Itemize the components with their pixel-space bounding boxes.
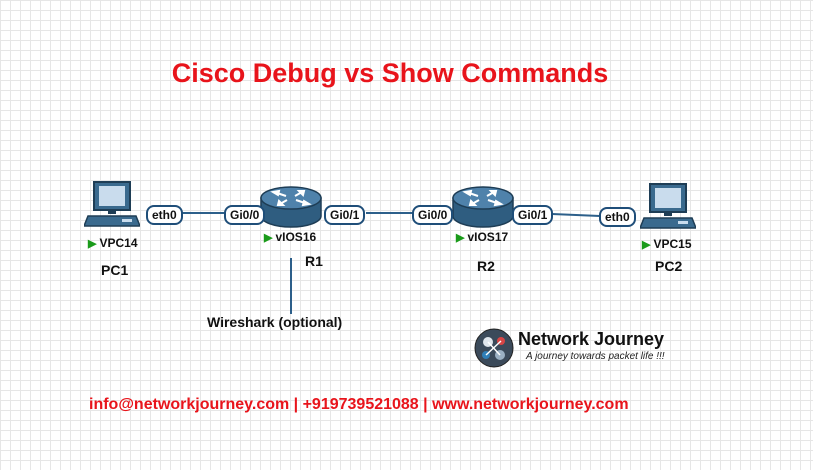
computer-icon[interactable]: [84, 180, 140, 232]
r2-port-gi00[interactable]: Gi0/0: [412, 205, 454, 225]
play-icon: ▶: [642, 239, 651, 251]
wireshark-label: Wireshark (optional): [207, 314, 343, 330]
pc2-node-name: VPC15: [653, 237, 692, 251]
r1-label: R1: [305, 253, 323, 269]
pc1-node-name: VPC14: [99, 236, 138, 250]
r2-label: R2: [477, 258, 495, 274]
play-icon: ▶: [456, 232, 465, 244]
r2-node-label: ▶vIOS17: [456, 230, 508, 244]
r1-port-gi01[interactable]: Gi0/1: [324, 205, 366, 225]
r2-node-name: vIOS17: [467, 230, 509, 244]
brand-name: Network Journey: [518, 329, 665, 349]
pc1-port-eth0[interactable]: eth0: [146, 205, 183, 225]
pc2-label: PC2: [655, 258, 683, 274]
r2-port-gi01[interactable]: Gi0/1: [512, 205, 554, 225]
pc1-label: PC1: [101, 262, 129, 278]
pc1-node-label: ▶VPC14: [88, 236, 138, 250]
brand-tagline: A journey towards packet life !!!: [526, 351, 665, 362]
r1-port-gi00[interactable]: Gi0/0: [224, 205, 266, 225]
r1-node-label: ▶vIOS16: [264, 230, 316, 244]
play-icon: ▶: [264, 232, 273, 244]
pc2-node-label: ▶VPC15: [642, 237, 692, 251]
router-icon[interactable]: [258, 184, 324, 232]
r1-node-name: vIOS16: [275, 230, 317, 244]
router-icon[interactable]: [450, 184, 516, 232]
link-r2-pc2: [551, 213, 601, 217]
page-title: Cisco Debug vs Show Commands: [171, 58, 609, 88]
pc2-port-eth0[interactable]: eth0: [599, 207, 636, 227]
network-journey-logo: [474, 328, 514, 368]
contact-info: info@networkjourney.com | +919739521088 …: [89, 396, 629, 413]
play-icon: ▶: [88, 238, 97, 250]
computer-icon[interactable]: [640, 182, 696, 234]
